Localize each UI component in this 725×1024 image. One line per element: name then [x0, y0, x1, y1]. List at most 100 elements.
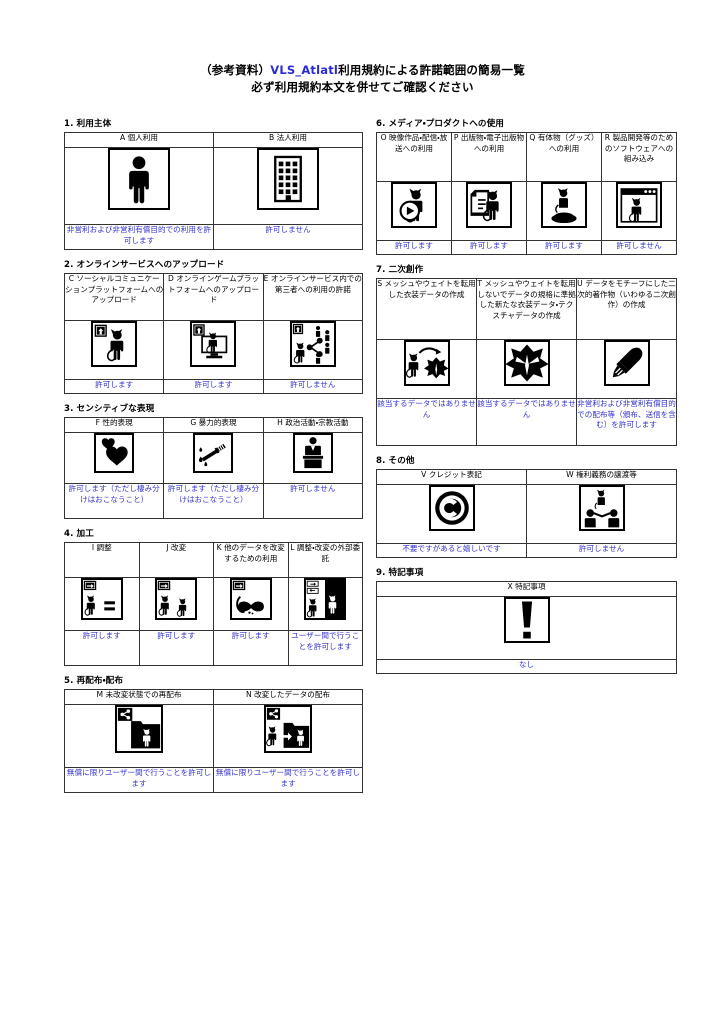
permission-row: 非営利および非営利有償目的での利用を許可します許可しません	[64, 224, 363, 250]
permission-e: 許可しません	[262, 379, 364, 394]
column-header-w: W 権利義務の譲渡等	[526, 469, 677, 485]
paintbrush-icon	[603, 340, 650, 386]
title-line-2: 必ず利用規約本文を併せてご確認ください	[251, 80, 474, 94]
icon-row	[64, 704, 363, 768]
column-header-q: Q 有体物（グッズ）への利用	[526, 132, 602, 182]
permission-d: 許可します	[163, 379, 264, 394]
permission-n: 無償に限りユーザー間で行うことを許可します	[213, 767, 363, 793]
column-header-p: P 出版物・電子出版物への利用	[451, 132, 527, 182]
icon-cell-n	[213, 704, 363, 768]
permission-x: なし	[376, 659, 677, 674]
section-8-title: 8. その他	[376, 456, 415, 466]
permission-row: 許可します許可します許可しますユーザー間で行うことを許可します	[64, 630, 363, 666]
icon-cell-h	[262, 432, 364, 484]
column-header-v: V クレジット表記	[376, 469, 527, 485]
section-2: 2. オンラインサービスへのアップロード C ソーシャルコミュニケーションプラット…	[63, 259, 364, 394]
column-header-d: D オンラインゲームブラットフォームへのアップロード	[163, 273, 264, 321]
section-4-title: 4. 加工	[64, 529, 94, 539]
column-header-r: R 製品開発等のためのソフトウェアへの組み込み	[601, 132, 677, 182]
column-header-a: A 個人利用	[64, 132, 214, 148]
icon-row	[63, 432, 364, 484]
permission-w: 許可しません	[526, 543, 677, 558]
icon-cell-o	[376, 181, 452, 241]
section-9: 9. 特記事項 X 特記事項なし	[376, 567, 677, 674]
permission-l: ユーザー間で行うことを許可します	[287, 630, 363, 666]
permission-j: 許可します	[138, 630, 214, 666]
icon-cell-x	[376, 596, 677, 660]
section-2-title: 2. オンラインサービスへのアップロード	[64, 260, 225, 270]
permission-row: 該当するデータではありません該当するデータではありません非営利および非営利有償目…	[376, 398, 677, 446]
permission-row: 許可します許可します許可しません	[63, 379, 364, 394]
column-header-j: J 改変	[138, 542, 214, 578]
icon-cell-i	[64, 577, 140, 631]
share-folder-cat-icon	[115, 705, 163, 753]
column-header-c: C ソーシャルコミュニケーションプラットフォームへのアップロード	[63, 273, 165, 321]
icon-row	[376, 339, 677, 399]
column-header-o: O 映像作品・配信・放送への利用	[376, 132, 452, 182]
software-window-cat-icon	[616, 182, 662, 228]
column-header-k: K 他のデータを改変するための利用	[213, 542, 289, 578]
column-header-h: H 政治活動・宗教活動	[262, 417, 364, 433]
icon-cell-m	[64, 704, 214, 768]
icon-cell-s	[376, 339, 477, 399]
permission-g: 許可します（ただし棲み分けはおこなうこと）	[163, 483, 264, 519]
upload-cat-icon	[91, 321, 138, 367]
section-6-title: 6. メディア・プロダクトへの使用	[376, 119, 504, 129]
section-9-title: 9. 特記事項	[376, 568, 424, 578]
arrow-cat-equals-icon	[80, 578, 123, 620]
icon-cell-c	[63, 320, 165, 380]
permission-k: 許可します	[213, 630, 289, 666]
permission-row: 不要ですがあると嬉しいです許可しません	[376, 543, 677, 558]
section-9-table: X 特記事項なし	[376, 581, 677, 674]
column-header-n: N 改変したデータの配布	[213, 689, 363, 705]
title-prefix: （参考資料）	[200, 63, 271, 77]
icon-cell-u	[576, 339, 677, 399]
arrow-cat-cat-icon	[155, 578, 198, 620]
permission-m: 無償に限りユーザー間で行うことを許可します	[64, 767, 214, 793]
column-header-t: T メッシュやウェイトを転用しないでデータの規格に準拠した新たな衣装データ・テク…	[476, 278, 577, 340]
icon-cell-r	[601, 181, 677, 241]
section-7-title: 7. 二次創作	[376, 265, 424, 275]
podium-speaker-icon	[292, 433, 333, 473]
arrows-two-cats-icon	[304, 578, 347, 620]
permission-v: 不要ですがあると嬉しいです	[376, 543, 527, 558]
section-3-title: 3. センシティブな表現	[64, 404, 155, 414]
transfer-people-cat-icon	[578, 485, 625, 531]
title-suffix: 利用規約による許諾範囲の簡易一覧	[338, 63, 525, 77]
permission-c: 許可します	[63, 379, 165, 394]
permission-r: 許可しません	[601, 240, 677, 255]
column-header-u: U データをモチーフにした二次的著作物（いわゆる二次創作）の作成	[576, 278, 677, 340]
icon-row	[63, 320, 364, 380]
upload-share-people-icon	[289, 321, 336, 367]
permission-row: 無償に限りユーザー間で行うことを許可します無償に限りユーザー間で行うことを許可し…	[64, 767, 363, 793]
cat-to-costume-icon	[403, 340, 450, 386]
permission-h: 許可しません	[262, 483, 364, 519]
icon-row	[64, 147, 363, 225]
icon-cell-g	[163, 432, 264, 484]
page-title: （参考資料）VLS_Atlatl利用規約による許諾範囲の簡易一覧 必ず利用規約本…	[0, 62, 725, 96]
title-line-1: （参考資料）VLS_Atlatl利用規約による許諾範囲の簡易一覧	[0, 62, 725, 79]
person-icon	[108, 148, 170, 210]
icon-cell-f	[63, 432, 165, 484]
icon-cell-p	[451, 181, 527, 241]
permission-row: 許可します許可します許可します許可しません	[376, 240, 677, 255]
icon-cell-d	[163, 320, 264, 380]
icon-row	[376, 596, 677, 660]
permission-row: なし	[376, 659, 677, 674]
column-header-g: G 暴力的表現	[163, 417, 264, 433]
permission-u: 非営利および非営利有償目的での配布等（頒布、送信を含む）を許可します	[576, 398, 677, 446]
